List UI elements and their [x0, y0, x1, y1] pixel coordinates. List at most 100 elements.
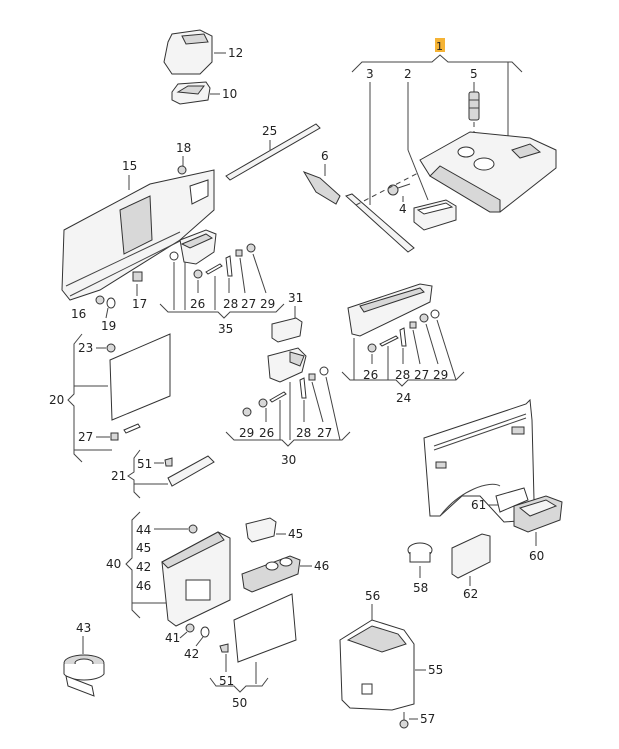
- callout-28-a[interactable]: 28: [223, 297, 238, 311]
- part-26-spring-b[interactable]: [258, 398, 268, 408]
- part-42-washer[interactable]: [200, 626, 210, 638]
- part-1-glovebox[interactable]: [419, 131, 557, 213]
- part-2-insert-box[interactable]: [413, 199, 457, 231]
- part-19-washer[interactable]: [106, 297, 116, 309]
- part-57-screw[interactable]: [399, 712, 409, 729]
- callout-6[interactable]: 6: [321, 149, 329, 163]
- callout-26-b[interactable]: 26: [259, 426, 274, 440]
- part-29-nut-d[interactable]: [419, 313, 429, 323]
- part-15-dash-carrier[interactable]: [61, 169, 215, 301]
- part-16-screw[interactable]: [95, 295, 105, 305]
- part-29-nut-a[interactable]: [246, 243, 256, 253]
- part-43-tape-roll[interactable]: [63, 654, 105, 697]
- callout-44[interactable]: 44: [136, 523, 151, 537]
- callout-16[interactable]: 16: [71, 307, 86, 321]
- part-35-grommet[interactable]: [169, 251, 179, 261]
- part-4-screw[interactable]: [387, 183, 411, 196]
- callout-46[interactable]: 46: [314, 559, 329, 573]
- callout-26-c[interactable]: 26: [363, 368, 378, 382]
- callout-42[interactable]: 42: [184, 647, 199, 661]
- callout-20[interactable]: 20: [49, 393, 64, 407]
- callout-29-d[interactable]: 29: [433, 368, 448, 382]
- callout-42-list[interactable]: 42: [136, 560, 151, 574]
- callout-57[interactable]: 57: [420, 712, 435, 726]
- callout-26-a[interactable]: 26: [190, 297, 205, 311]
- callout-1[interactable]: 1: [436, 40, 443, 53]
- part-20-cover-panel[interactable]: [109, 333, 171, 421]
- part-10-tray[interactable]: [171, 81, 211, 105]
- part-6-vent-trim[interactable]: [302, 171, 341, 205]
- callout-29-a[interactable]: 29: [260, 297, 275, 311]
- part-18-clip[interactable]: [177, 165, 187, 175]
- callout-35[interactable]: 35: [218, 322, 233, 336]
- part-27-clip-d[interactable]: [409, 321, 417, 329]
- callout-2[interactable]: 2: [404, 67, 412, 81]
- callout-60[interactable]: 60: [529, 549, 544, 563]
- part-31-insert[interactable]: [271, 317, 303, 343]
- part-12-cover[interactable]: [163, 29, 213, 75]
- callout-5[interactable]: 5: [470, 67, 478, 81]
- part-60-ashtray[interactable]: [513, 495, 563, 533]
- part-50-lid[interactable]: [233, 593, 297, 663]
- callout-27-d[interactable]: 27: [414, 368, 429, 382]
- part-51-clip-a[interactable]: [164, 457, 173, 467]
- part-27-clip-b[interactable]: [110, 432, 119, 441]
- part-26-spring-c[interactable]: [367, 343, 377, 353]
- part-29-ring-c[interactable]: [319, 366, 329, 376]
- callout-24[interactable]: 24: [396, 391, 411, 405]
- part-17-clip[interactable]: [132, 271, 143, 282]
- part-41-screw[interactable]: [185, 623, 195, 633]
- callout-45-list[interactable]: 45: [136, 541, 151, 555]
- callout-27-c[interactable]: 27: [317, 426, 332, 440]
- part-28-lever-b[interactable]: [299, 377, 307, 399]
- callout-10[interactable]: 10: [222, 87, 237, 101]
- part-20-hinge-rod[interactable]: [123, 423, 141, 434]
- callout-41[interactable]: 41: [165, 631, 180, 645]
- part-25-trim-strip[interactable]: [225, 123, 321, 181]
- part-35-small-box[interactable]: [179, 229, 217, 265]
- callout-58[interactable]: 58: [413, 581, 428, 595]
- callout-18[interactable]: 18: [176, 141, 191, 155]
- part-29-nut-b[interactable]: [242, 407, 252, 417]
- callout-15[interactable]: 15: [122, 159, 137, 173]
- callout-43[interactable]: 43: [76, 621, 91, 635]
- callout-21[interactable]: 21: [111, 469, 126, 483]
- part-62-cover[interactable]: [451, 533, 491, 579]
- part-26-spring-a[interactable]: [193, 269, 203, 279]
- callout-45[interactable]: 45: [288, 527, 303, 541]
- part-5-bolt[interactable]: [468, 91, 480, 121]
- callout-31[interactable]: 31: [288, 291, 303, 305]
- part-28-lever-c[interactable]: [399, 327, 407, 347]
- part-28-pin-b[interactable]: [269, 391, 287, 403]
- callout-56[interactable]: 56: [365, 589, 380, 603]
- callout-62[interactable]: 62: [463, 587, 478, 601]
- part-58-cap[interactable]: [407, 542, 433, 563]
- part-55-storage-bin[interactable]: [339, 619, 415, 711]
- callout-28-b[interactable]: 28: [296, 426, 311, 440]
- part-29-ring-d[interactable]: [430, 309, 440, 319]
- callout-51-a[interactable]: 51: [137, 457, 152, 471]
- part-23-nut[interactable]: [106, 343, 116, 353]
- part-27-clip-a[interactable]: [235, 249, 243, 257]
- part-27-clip-c[interactable]: [308, 373, 316, 381]
- callout-40[interactable]: 40: [106, 557, 121, 571]
- callout-27-b[interactable]: 27: [78, 430, 93, 444]
- callout-46-list[interactable]: 46: [136, 579, 151, 593]
- part-28-lever-a[interactable]: [225, 255, 233, 277]
- callout-23[interactable]: 23: [78, 341, 93, 355]
- callout-51-b[interactable]: 51: [219, 674, 234, 688]
- part-3-lid-strip[interactable]: [345, 193, 415, 253]
- callout-61[interactable]: 61: [471, 498, 486, 512]
- callout-17[interactable]: 17: [132, 297, 147, 311]
- part-28-pin-c[interactable]: [379, 335, 399, 347]
- callout-12[interactable]: 12: [228, 46, 243, 60]
- callout-3[interactable]: 3: [366, 67, 374, 81]
- callout-25[interactable]: 25: [262, 124, 277, 138]
- part-40-storage-panel[interactable]: [161, 531, 231, 627]
- callout-19[interactable]: 19: [101, 319, 116, 333]
- callout-50[interactable]: 50: [232, 696, 247, 710]
- part-61-bezel[interactable]: [495, 487, 529, 513]
- part-46-cup-holder[interactable]: [241, 555, 301, 593]
- part-21-trim-strip[interactable]: [167, 455, 215, 487]
- callout-30[interactable]: 30: [281, 453, 296, 467]
